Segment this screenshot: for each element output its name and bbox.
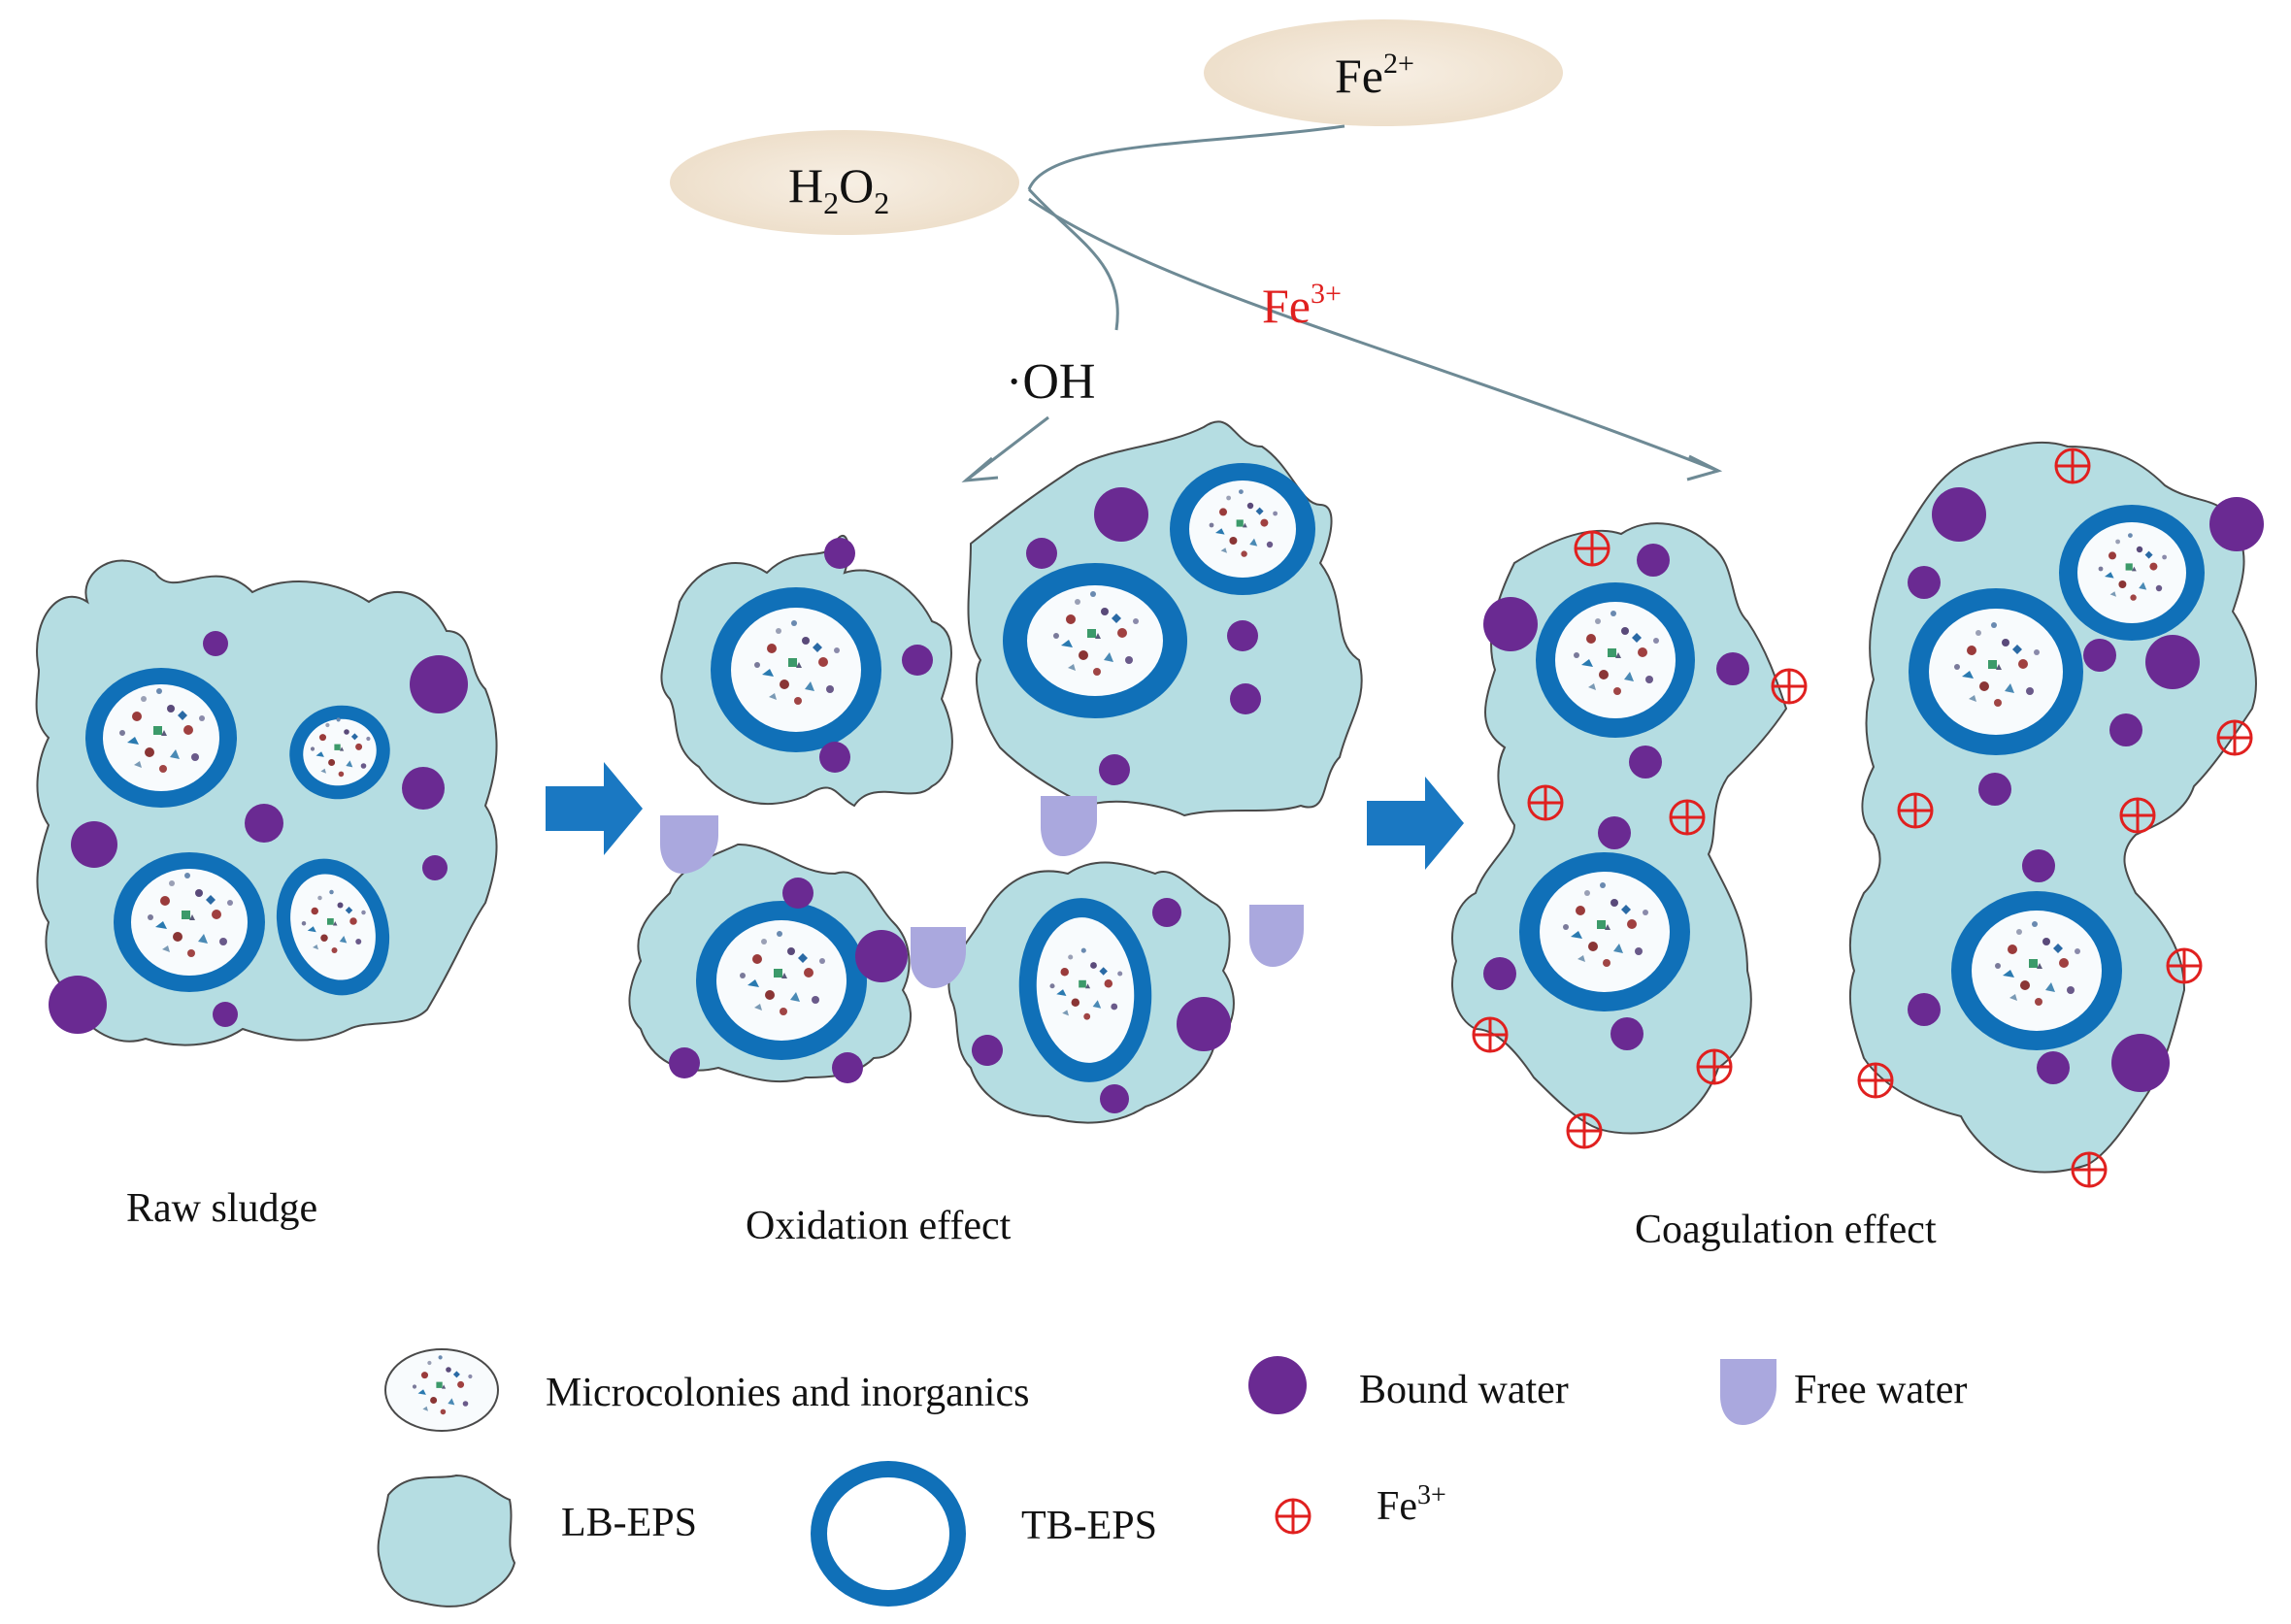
stage-label-raw: Raw sludge [126, 1186, 317, 1231]
legend-free-water-label: Free water [1794, 1368, 1967, 1412]
fe3-marker [1472, 1016, 1509, 1053]
fe3-marker [2071, 1151, 2108, 1188]
raw-microcolony-2 [289, 705, 390, 800]
reagent-fe2: Fe2+ [1204, 19, 1563, 126]
fe3-marker-icon [1275, 1498, 1312, 1535]
reaction-lines [965, 124, 1719, 482]
oh-arrowhead [961, 456, 999, 482]
fe3-arrowhead [1686, 454, 1723, 481]
oxidation-floc-4 [947, 861, 1235, 1124]
svg-text:Fe2+: Fe2+ [1335, 48, 1414, 103]
legend-lb-eps: LB-EPS [377, 1474, 697, 1607]
oxidation-floc-3 [628, 843, 913, 1083]
legend-lb-eps-label: LB-EPS [561, 1501, 697, 1545]
fe3-marker [1669, 799, 1706, 836]
fe3-marker [1566, 1112, 1603, 1149]
process-arrow-2 [1367, 777, 1464, 870]
oxidation-floc-1 [660, 535, 953, 808]
oxidation-floc-2 [967, 420, 1363, 817]
fe3-marker [2216, 719, 2253, 756]
stage-label-coagulation: Coagulation effect [1635, 1208, 1937, 1252]
raw-microcolony-1 [85, 668, 237, 808]
fe3-marker [2166, 947, 2203, 984]
oxidation-bound-water [669, 487, 1261, 1113]
raw-microcolony-4 [276, 858, 390, 996]
coagulation-floc-2 [1848, 441, 2257, 1174]
raw-bound-water [49, 631, 468, 1034]
coagulation-fe3-markers [1472, 447, 2253, 1188]
reagent-h2o2: H2O2 [670, 130, 1019, 235]
stage-label-oxidation: Oxidation effect [746, 1204, 1012, 1248]
raw-microcolony-3 [114, 852, 265, 992]
legend-tb-eps-label: TB-EPS [1021, 1504, 1157, 1548]
fe3-label-top: Fe3+ [1262, 278, 1342, 333]
legend-bound-water: Bound water [1248, 1356, 1569, 1414]
fe3-marker [1771, 668, 1808, 705]
legend-fe3-label: Fe3+ [1377, 1480, 1446, 1529]
coagulation-bound-water [1483, 487, 2264, 1092]
svg-text:H2O2: H2O2 [788, 158, 889, 220]
oxidation-free-water [660, 796, 1304, 988]
process-arrow-1 [546, 762, 643, 855]
legend-microcolonies: Microcolonies and inorganics [384, 1348, 1029, 1432]
fe3-marker [1574, 530, 1610, 567]
fe3-marker [1696, 1048, 1733, 1085]
fe3-marker [1527, 784, 1564, 821]
legend-tb-eps: TB-EPS [811, 1461, 1157, 1607]
oh-radical-label: ·OH [1006, 354, 1095, 410]
legend-microcolonies-label: Microcolonies and inorganics [546, 1371, 1029, 1415]
fe3-marker [1857, 1062, 1894, 1099]
fe3-marker [2119, 797, 2156, 834]
fe3-marker [2054, 447, 2091, 484]
legend-fe3: Fe3+ [1275, 1480, 1446, 1535]
fe3-marker [1897, 792, 1934, 829]
legend-free-water: Free water [1720, 1359, 1967, 1425]
legend-bound-water-label: Bound water [1359, 1368, 1569, 1412]
